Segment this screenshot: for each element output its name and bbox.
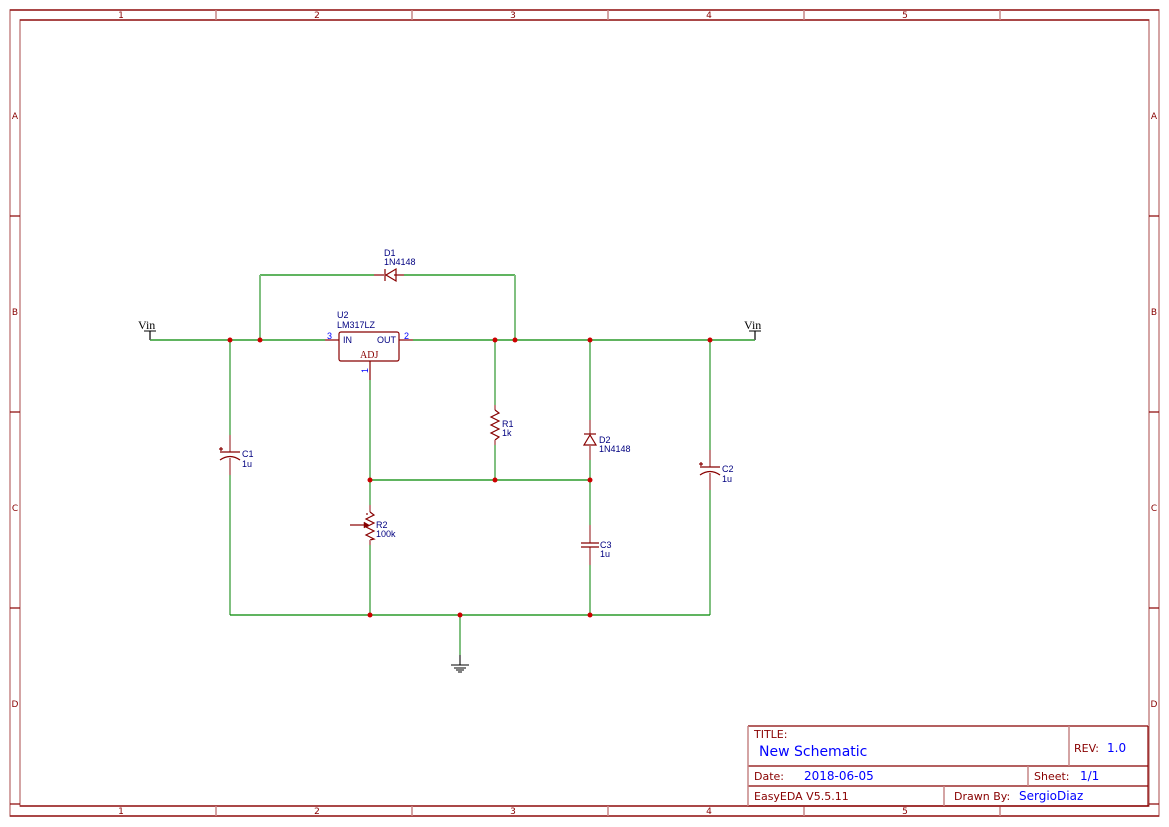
- capacitor-c2[interactable]: C2 1u: [699, 450, 734, 490]
- row-label: D: [1151, 700, 1158, 710]
- d1-value: 1N4148: [384, 257, 416, 267]
- row-label: C: [1151, 504, 1157, 514]
- rev-value: 1.0: [1107, 741, 1126, 755]
- capacitor-c1[interactable]: C1 1u: [219, 435, 254, 475]
- column-label: 1: [118, 11, 124, 21]
- net-label-vin: Vin: [138, 318, 155, 332]
- c1-ref: C1: [242, 449, 254, 459]
- resistor-r1[interactable]: R1 1k: [489, 405, 514, 445]
- date-value: 2018-06-05: [804, 769, 874, 783]
- column-label: 5: [902, 11, 908, 21]
- ground-icon[interactable]: [451, 655, 469, 673]
- column-label: 5: [902, 807, 908, 817]
- junction-dot: [587, 612, 593, 618]
- title-label: TITLE:: [753, 728, 787, 741]
- row-label: D: [12, 700, 19, 710]
- diode-d2[interactable]: D2 1N4148: [582, 420, 631, 460]
- junctions: [227, 337, 713, 618]
- junction-dot: [492, 337, 498, 343]
- regulator-u2[interactable]: U2 LM317LZ IN OUT ADJ 3 2 1: [325, 310, 413, 380]
- r2-value: 100k: [376, 529, 396, 539]
- r1-value: 1k: [502, 428, 512, 438]
- u2-ref: U2: [337, 310, 349, 320]
- date-label: Date:: [754, 770, 784, 783]
- c1-value: 1u: [242, 459, 252, 469]
- column-label: 2: [314, 807, 320, 817]
- outer-border: [9, 9, 1160, 817]
- c2-ref: C2: [722, 464, 734, 474]
- junction-dot: [457, 612, 463, 618]
- sheet-label: Sheet:: [1034, 770, 1070, 783]
- wires[interactable]: [150, 274, 755, 655]
- vin-left-port[interactable]: Vin: [138, 318, 156, 340]
- row-label: A: [1151, 112, 1158, 122]
- drawn-by-label: Drawn By:: [954, 790, 1010, 803]
- drawn-by-value: SergioDiaz: [1019, 789, 1083, 803]
- column-label: 4: [706, 11, 712, 21]
- sheet-frame: 1 2 3 4 5 1 2 3 4 5 A B C D A B C D: [9, 9, 1160, 817]
- rev-label: REV:: [1074, 742, 1099, 755]
- junction-dot: [707, 337, 713, 343]
- c3-ref: C3: [600, 540, 612, 550]
- u2-pin-num-in: 3: [327, 331, 332, 341]
- junction-dot: [367, 477, 373, 483]
- c2-value: 1u: [722, 474, 732, 484]
- d2-ref: D2: [599, 435, 611, 445]
- r1-ref: R1: [502, 419, 514, 429]
- row-label: B: [12, 308, 18, 318]
- sheet-value: 1/1: [1080, 769, 1099, 783]
- u2-pin-adj: ADJ: [360, 350, 378, 361]
- u2-pin-out: OUT: [377, 335, 397, 345]
- inner-border: [19, 19, 1150, 807]
- title-block: TITLE: New Schematic REV: 1.0 Date: 2018…: [747, 725, 1149, 807]
- software-version: EasyEDA V5.5.11: [754, 790, 849, 803]
- junction-dot: [587, 337, 593, 343]
- capacitor-c3[interactable]: C3 1u: [581, 525, 612, 565]
- u2-pin-num-adj: 1: [360, 368, 370, 373]
- junction-dot: [492, 477, 498, 483]
- u2-pin-in: IN: [343, 335, 352, 345]
- d1-ref: D1: [384, 248, 396, 258]
- net-label-vin: Vin: [744, 318, 761, 332]
- column-label: 1: [118, 807, 124, 817]
- d2-value: 1N4148: [599, 444, 631, 454]
- column-label: 3: [510, 807, 516, 817]
- r2-ref: R2: [376, 520, 388, 530]
- junction-dot: [512, 337, 518, 343]
- potentiometer-r2[interactable]: R2 100k: [350, 505, 396, 545]
- column-label: 2: [314, 11, 320, 21]
- diode-d1[interactable]: D1 1N4148: [374, 248, 416, 283]
- row-label: B: [1151, 308, 1157, 318]
- row-label: A: [12, 112, 19, 122]
- junction-dot: [257, 337, 263, 343]
- schematic-title: New Schematic: [759, 744, 867, 760]
- junction-dot: [587, 477, 593, 483]
- c3-value: 1u: [600, 549, 610, 559]
- u2-pin-num-out: 2: [404, 331, 409, 341]
- column-label: 3: [510, 11, 516, 21]
- row-label: C: [12, 504, 18, 514]
- u2-value: LM317LZ: [337, 320, 376, 330]
- column-label: 4: [706, 807, 712, 817]
- junction-dot: [367, 612, 373, 618]
- vin-right-port[interactable]: Vin: [744, 318, 761, 340]
- junction-dot: [227, 337, 233, 343]
